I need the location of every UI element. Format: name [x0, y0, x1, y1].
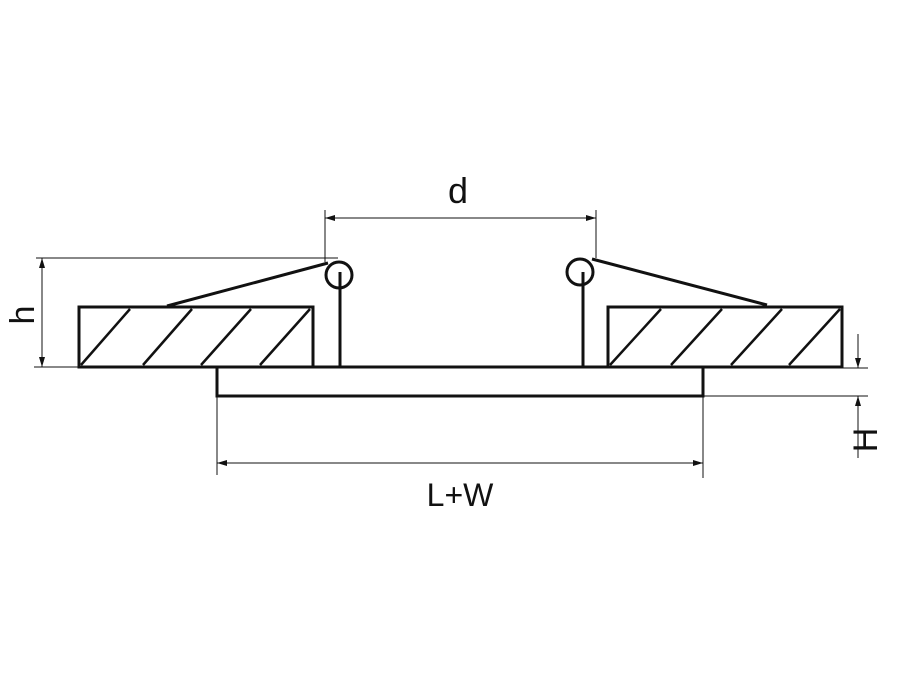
left-ceiling-section — [77, 305, 315, 369]
dimension-H — [703, 334, 868, 458]
dimension-h — [34, 257, 338, 368]
fixture-plate — [215, 365, 705, 398]
dimension-d-label: d — [448, 170, 468, 211]
dimension-h-label: h — [4, 306, 42, 325]
right-ceiling-section — [606, 305, 844, 369]
dimension-lw — [216, 396, 704, 478]
spring-clip-left — [166, 260, 354, 367]
dimension-H-label: H — [847, 428, 885, 453]
dimension-d — [324, 210, 597, 262]
spring-clip-right — [565, 257, 768, 367]
dimension-lw-label: L+W — [427, 477, 494, 513]
